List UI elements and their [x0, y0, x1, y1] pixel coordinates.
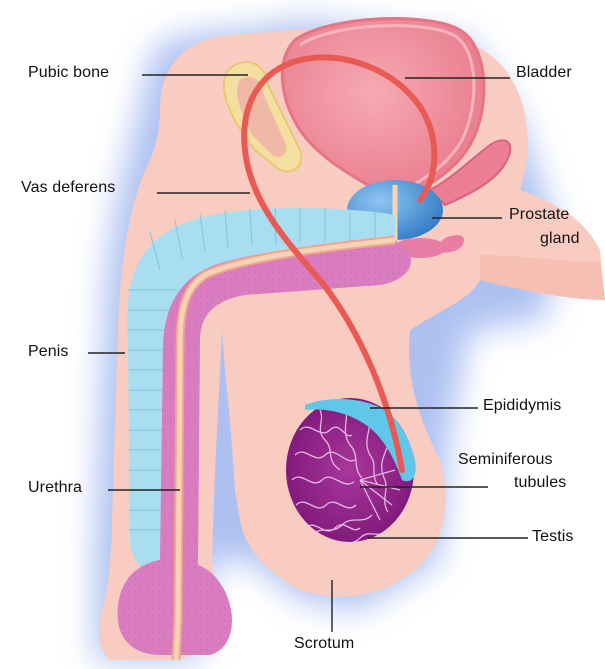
- label-bladder: Bladder: [516, 63, 572, 83]
- label-testis: Testis: [532, 527, 574, 547]
- label-penis: Penis: [28, 342, 69, 362]
- label-prostate-line2: gland: [540, 229, 580, 249]
- label-seminiferous-line2: tubules: [514, 473, 566, 493]
- label-seminiferous-line1: Seminiferous: [458, 450, 553, 470]
- label-pubic-bone: Pubic bone: [28, 63, 109, 83]
- label-prostate-line1: Prostate: [509, 205, 569, 225]
- label-vas-deferens: Vas deferens: [21, 178, 115, 198]
- label-epididymis: Epididymis: [483, 396, 561, 416]
- label-scrotum: Scrotum: [294, 634, 354, 654]
- label-urethra: Urethra: [28, 478, 82, 498]
